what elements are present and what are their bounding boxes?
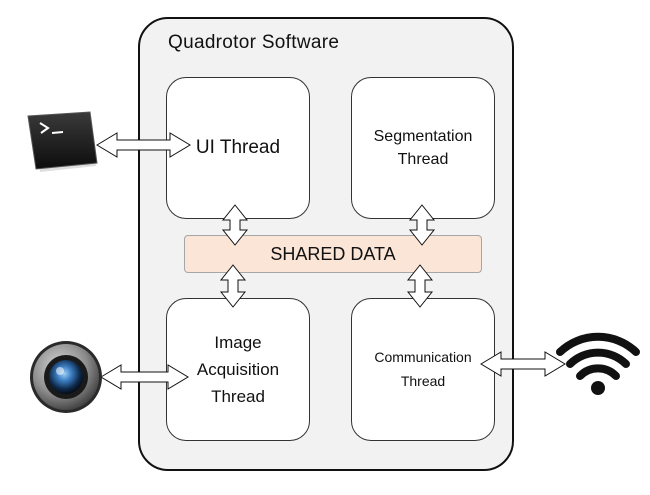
image-acquisition-thread-box: Image Acquisition Thread: [166, 298, 310, 441]
image-acquisition-label-line3: Thread: [211, 387, 265, 407]
terminal-icon: [27, 111, 98, 172]
communication-thread-label-line1: Communication: [374, 348, 472, 365]
segmentation-thread-label-line1: Segmentation: [373, 127, 473, 145]
ui-thread-box: UI Thread: [166, 77, 310, 219]
camera-icon: [30, 341, 102, 413]
wifi-icon: [556, 332, 640, 395]
communication-thread-box: Communication Thread: [351, 298, 495, 441]
shared-data-label: SHARED DATA: [270, 243, 396, 264]
diagram-title: Quadrotor Software: [168, 32, 340, 53]
communication-thread-label-line2: Thread: [400, 372, 446, 389]
segmentation-thread-label-line2: Thread: [397, 151, 449, 168]
shared-data-box: SHARED DATA: [184, 235, 482, 273]
image-acquisition-label-line2: Acquisition: [196, 359, 280, 379]
segmentation-thread-box: Segmentation Thread: [351, 77, 495, 219]
ui-thread-label: UI Thread: [195, 137, 281, 159]
image-acquisition-label-line1: Image: [214, 332, 262, 352]
